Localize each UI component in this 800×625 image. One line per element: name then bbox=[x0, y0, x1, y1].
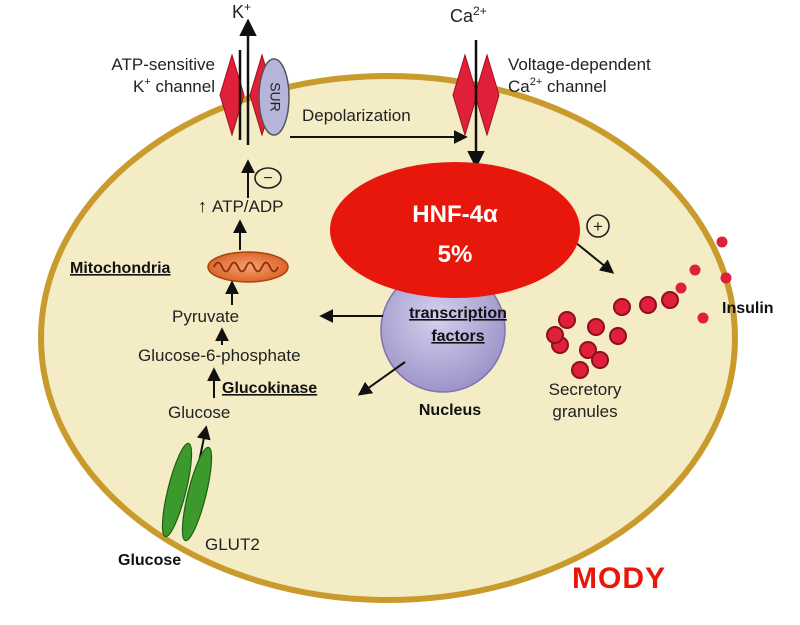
secretory-granule bbox=[571, 361, 589, 379]
insulin-dot bbox=[689, 264, 701, 276]
volt-channel-caption-1: Voltage-dependent bbox=[508, 55, 651, 74]
k-ion-label: K+ bbox=[232, 0, 251, 22]
volt-channel-caption-2: Ca2+ channel bbox=[508, 76, 607, 96]
mitochondrion-icon bbox=[207, 251, 289, 283]
secretory-granules bbox=[546, 291, 679, 379]
glut2-transporter bbox=[161, 442, 213, 542]
secretory-granule bbox=[587, 318, 605, 336]
secretory-granule bbox=[639, 296, 657, 314]
glucokinase-label: Glucokinase bbox=[222, 380, 317, 397]
factors-label: factors bbox=[431, 328, 484, 345]
hnf4a-highlight: HNF-4α 5% bbox=[330, 162, 580, 298]
secretory-granule bbox=[661, 291, 679, 309]
voltage-dependent-ca-channel bbox=[452, 40, 500, 169]
secretory-granule bbox=[546, 326, 564, 344]
mody-title: MODY bbox=[572, 562, 666, 595]
granules-label: granules bbox=[552, 402, 617, 421]
secretory-granule bbox=[591, 351, 609, 369]
sur-label: SUR bbox=[267, 82, 283, 112]
stimulation-plus-icon: + bbox=[586, 214, 610, 238]
atp-channel-caption-1: ATP-sensitive bbox=[111, 55, 215, 74]
secretory-label: Secretory bbox=[549, 380, 622, 399]
insulin-label: Insulin bbox=[722, 300, 774, 317]
sur-subunit: SUR bbox=[258, 58, 290, 136]
hnf4a-percent: 5% bbox=[438, 241, 473, 268]
nucleus-label: Nucleus bbox=[419, 402, 481, 419]
atp-up-arrow-icon: ↑ bbox=[198, 196, 207, 216]
glucose-outside-label: Glucose bbox=[118, 552, 181, 569]
secretory-granule bbox=[613, 298, 631, 316]
atp-channel-caption-2: K+ channel bbox=[133, 76, 215, 96]
svg-text:−: − bbox=[263, 170, 272, 187]
secretory-granule bbox=[558, 311, 576, 329]
insulin-dot bbox=[716, 236, 728, 248]
pyruvate-label: Pyruvate bbox=[172, 307, 239, 326]
tf-to-glucokinase-arrow bbox=[357, 361, 406, 396]
mitochondria-label: Mitochondria bbox=[70, 260, 171, 277]
released-insulin bbox=[675, 236, 732, 324]
depolarization-label: Depolarization bbox=[302, 106, 411, 125]
glut2-label: GLUT2 bbox=[205, 535, 260, 554]
g6p-label: Glucose-6-phosphate bbox=[138, 346, 301, 365]
insulin-dot bbox=[697, 312, 709, 324]
atp-adp-label: ATP/ADP bbox=[212, 197, 283, 216]
hnf4a-gene: HNF-4α bbox=[412, 201, 498, 228]
inhibition-minus-icon: − bbox=[254, 167, 282, 189]
secretory-granule bbox=[579, 341, 597, 359]
insulin-dot bbox=[720, 272, 732, 284]
glucose-inside-label: Glucose bbox=[168, 403, 230, 422]
svg-text:+: + bbox=[593, 217, 603, 236]
insulin-dot bbox=[675, 282, 687, 294]
transcription-label: transcription bbox=[409, 305, 507, 322]
ca-ion-label: Ca2+ bbox=[450, 4, 487, 26]
secretory-granule bbox=[609, 327, 627, 345]
